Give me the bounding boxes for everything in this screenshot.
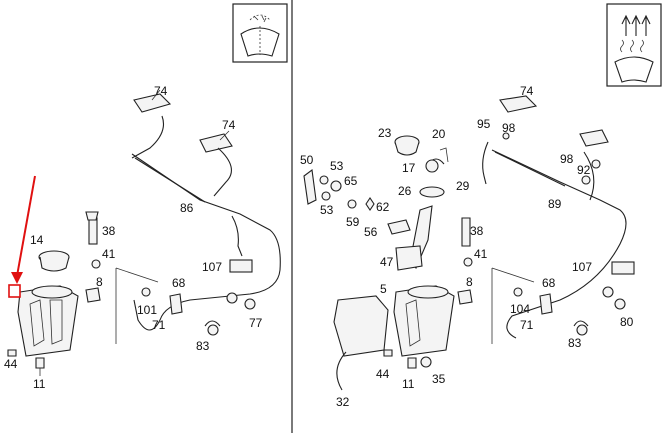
callout-label-14: 14 bbox=[30, 233, 44, 247]
callout-label-11: 11 bbox=[33, 377, 46, 391]
callout-label-41: 41 bbox=[474, 247, 488, 261]
callout-label-11: 11 bbox=[402, 377, 415, 391]
left-panel bbox=[7, 89, 281, 376]
callout-label-92: 92 bbox=[577, 163, 591, 177]
callout-label-98: 98 bbox=[502, 121, 516, 135]
callout-label-17: 17 bbox=[402, 161, 416, 175]
callout-label-38: 38 bbox=[470, 224, 484, 238]
callout-label-41: 41 bbox=[102, 247, 116, 261]
callout-label-8: 8 bbox=[96, 275, 103, 289]
red-arrow-icon bbox=[8, 175, 36, 298]
heated-triple-nozzle-spray-icon bbox=[606, 3, 662, 87]
callout-label-62: 62 bbox=[376, 200, 390, 214]
callout-label-74: 74 bbox=[154, 84, 168, 98]
callout-label-74: 74 bbox=[520, 84, 534, 98]
callout-label-95: 95 bbox=[477, 117, 491, 131]
callout-label-20: 20 bbox=[432, 127, 446, 141]
callout-label-71: 71 bbox=[520, 318, 534, 332]
callout-label-50: 50 bbox=[300, 153, 314, 167]
callout-label-5: 5 bbox=[380, 282, 387, 296]
callout-label-83: 83 bbox=[196, 339, 210, 353]
callout-label-53: 53 bbox=[320, 203, 334, 217]
callout-label-47: 47 bbox=[380, 255, 394, 269]
callout-label-8: 8 bbox=[466, 275, 473, 289]
callout-label-59: 59 bbox=[346, 215, 360, 229]
right-panel bbox=[303, 95, 635, 391]
callout-label-101: 101 bbox=[137, 303, 157, 317]
callout-label-71: 71 bbox=[152, 318, 166, 332]
callout-label-80: 80 bbox=[620, 315, 634, 329]
callout-label-56: 56 bbox=[364, 225, 378, 239]
callout-label-65: 65 bbox=[344, 174, 358, 188]
callout-label-77: 77 bbox=[249, 316, 263, 330]
callout-label-35: 35 bbox=[432, 372, 446, 386]
callout-label-83: 83 bbox=[568, 336, 582, 350]
callout-label-104: 104 bbox=[510, 302, 530, 316]
callout-label-53: 53 bbox=[330, 159, 344, 173]
callout-label-107: 107 bbox=[572, 260, 592, 274]
callout-label-44: 44 bbox=[4, 357, 18, 371]
callout-label-74: 74 bbox=[222, 118, 236, 132]
callout-label-86: 86 bbox=[180, 201, 194, 215]
callout-label-98: 98 bbox=[560, 152, 574, 166]
callout-label-32: 32 bbox=[336, 395, 350, 409]
callout-label-89: 89 bbox=[548, 197, 562, 211]
callout-label-68: 68 bbox=[542, 276, 556, 290]
callout-label-44: 44 bbox=[376, 367, 390, 381]
callout-label-26: 26 bbox=[398, 184, 412, 198]
single-nozzle-spray-icon bbox=[232, 3, 288, 63]
callout-label-29: 29 bbox=[456, 179, 470, 193]
callout-label-68: 68 bbox=[172, 276, 186, 290]
callout-label-107: 107 bbox=[202, 260, 222, 274]
callout-label-23: 23 bbox=[378, 126, 392, 140]
callout-label-38: 38 bbox=[102, 224, 116, 238]
